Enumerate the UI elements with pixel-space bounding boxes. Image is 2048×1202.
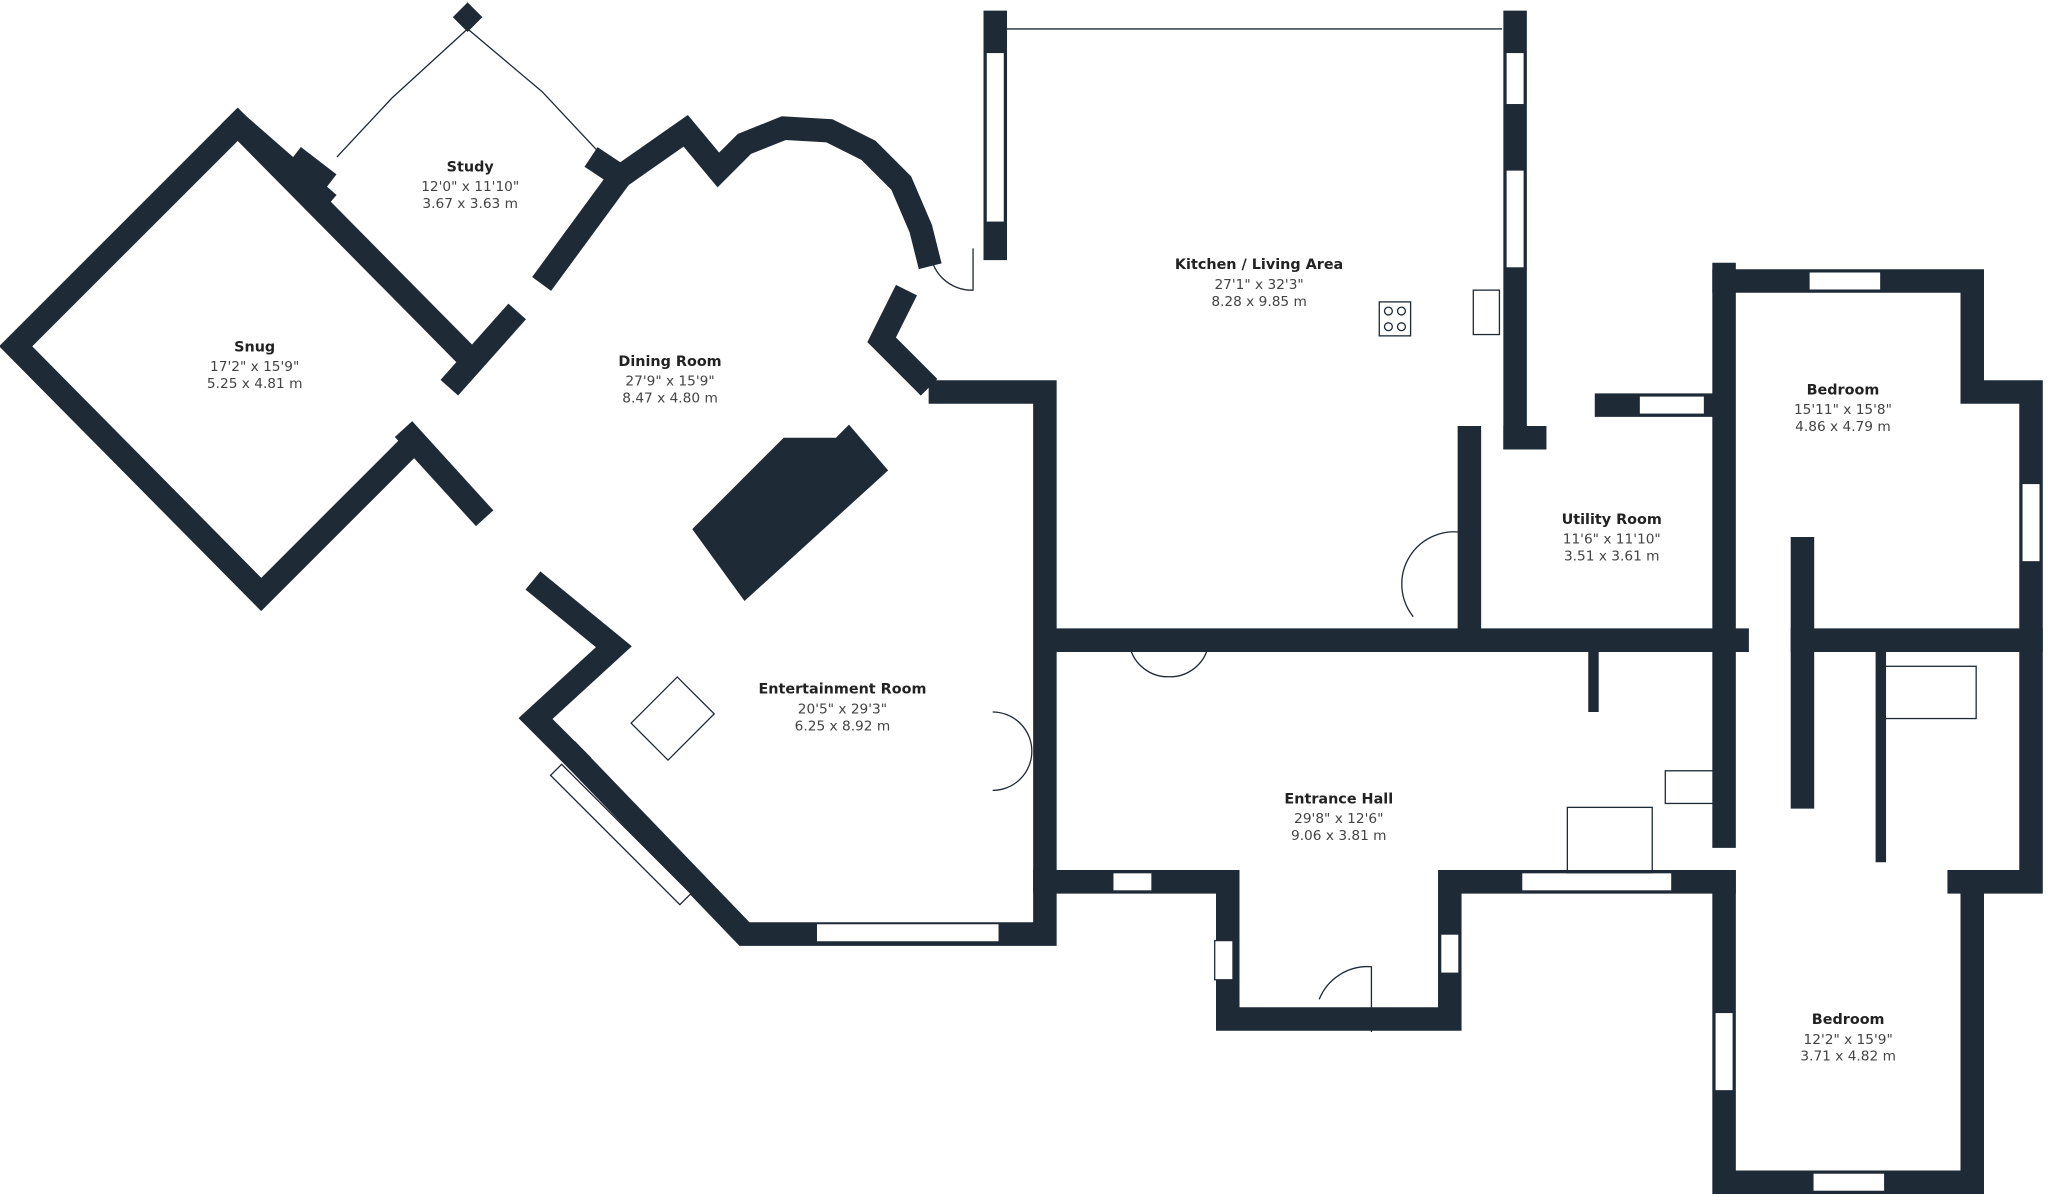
- svg-text:8.47 x 4.80 m: 8.47 x 4.80 m: [622, 390, 718, 406]
- svg-text:6.25 x 8.92 m: 6.25 x 8.92 m: [795, 718, 891, 734]
- svg-text:27'9" x 15'9": 27'9" x 15'9": [625, 373, 714, 389]
- svg-text:Entrance Hall: Entrance Hall: [1284, 791, 1393, 807]
- svg-text:Dining Room: Dining Room: [618, 354, 721, 370]
- room-entrance-hall: Entrance Hall 29'8" x 12'6" 9.06 x 3.81 …: [1284, 791, 1393, 844]
- room-kitchen: Kitchen / Living Area 27'1" x 32'3" 8.28…: [1175, 257, 1343, 310]
- svg-text:Bedroom: Bedroom: [1812, 1012, 1885, 1028]
- svg-text:8.28 x 9.85 m: 8.28 x 9.85 m: [1211, 294, 1307, 310]
- room-utility: Utility Room 11'6" x 11'10" 3.51 x 3.61 …: [1562, 512, 1662, 565]
- svg-text:9.06 x 3.81 m: 9.06 x 3.81 m: [1291, 828, 1387, 844]
- room-snug: Snug 17'2" x 15'9" 5.25 x 4.81 m: [207, 340, 303, 393]
- room-entertainment: Entertainment Room 20'5" x 29'3" 6.25 x …: [758, 682, 926, 735]
- svg-text:29'8" x 12'6": 29'8" x 12'6": [1294, 811, 1383, 827]
- svg-text:Study: Study: [447, 159, 495, 175]
- svg-text:Snug: Snug: [234, 340, 275, 356]
- room-dining: Dining Room 27'9" x 15'9" 8.47 x 4.80 m: [618, 354, 721, 407]
- svg-text:Entertainment Room: Entertainment Room: [758, 682, 926, 698]
- svg-text:4.86 x 4.79 m: 4.86 x 4.79 m: [1795, 419, 1891, 435]
- svg-text:3.51 x 3.61 m: 3.51 x 3.61 m: [1564, 549, 1660, 565]
- svg-text:3.67 x 3.63 m: 3.67 x 3.63 m: [422, 196, 518, 212]
- svg-text:12'2" x 15'9": 12'2" x 15'9": [1804, 1032, 1893, 1048]
- svg-text:5.25 x 4.81 m: 5.25 x 4.81 m: [207, 376, 303, 392]
- svg-text:3.71 x 4.82 m: 3.71 x 4.82 m: [1800, 1049, 1896, 1065]
- svg-text:Kitchen / Living Area: Kitchen / Living Area: [1175, 257, 1343, 273]
- svg-text:12'0" x 11'10": 12'0" x 11'10": [421, 179, 519, 195]
- room-study: Study 12'0" x 11'10" 3.67 x 3.63 m: [421, 159, 519, 212]
- svg-text:Bedroom: Bedroom: [1807, 383, 1880, 399]
- windows: [549, 51, 2041, 1193]
- room-bedroom-2: Bedroom 12'2" x 15'9" 3.71 x 4.82 m: [1800, 1012, 1896, 1065]
- svg-text:Utility Room: Utility Room: [1562, 512, 1662, 528]
- svg-text:11'6" x 11'10": 11'6" x 11'10": [1563, 532, 1661, 548]
- svg-text:15'11" x 15'8": 15'11" x 15'8": [1794, 402, 1892, 418]
- svg-text:20'5" x 29'3": 20'5" x 29'3": [798, 701, 887, 717]
- svg-text:27'1" x 32'3": 27'1" x 32'3": [1214, 277, 1303, 293]
- room-labels: Study 12'0" x 11'10" 3.67 x 3.63 m Snug …: [207, 159, 1896, 1064]
- room-bedroom-1: Bedroom 15'11" x 15'8" 4.86 x 4.79 m: [1794, 383, 1892, 436]
- fixtures: [630, 248, 1977, 1033]
- svg-text:17'2" x 15'9": 17'2" x 15'9": [210, 359, 299, 375]
